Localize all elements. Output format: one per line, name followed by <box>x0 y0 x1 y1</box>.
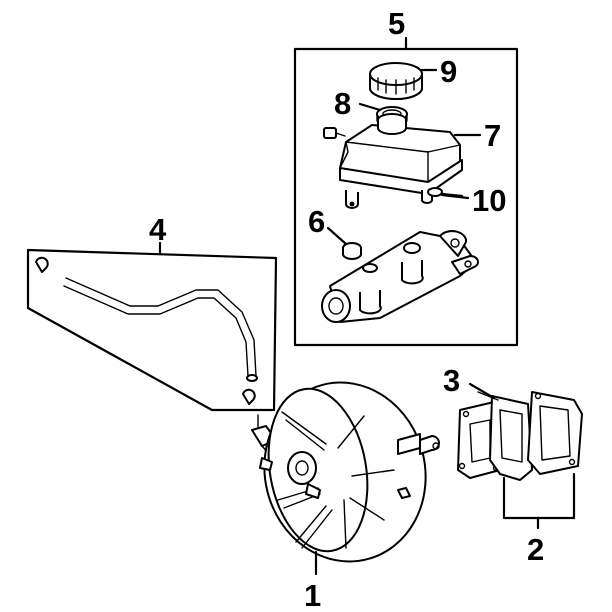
master-cylinder-grommet <box>326 226 362 260</box>
callout-6: 6 <box>308 204 325 239</box>
fluid-reservoir <box>339 113 463 209</box>
callout-1: 1 <box>304 578 321 612</box>
callout-9: 9 <box>440 54 457 89</box>
leader-8 <box>358 102 382 112</box>
booster-gasket-rear <box>527 391 583 475</box>
brake-booster <box>259 381 440 576</box>
callout-7: 7 <box>484 118 501 153</box>
master-cylinder-group-box <box>293 36 519 347</box>
callout-8: 8 <box>334 86 351 121</box>
leader-10 <box>440 192 464 198</box>
callout-3: 3 <box>443 363 460 398</box>
booster-spacer <box>477 391 533 481</box>
callout-10: 10 <box>472 183 506 218</box>
callout-4: 4 <box>149 212 167 247</box>
reservoir-bolt <box>323 127 346 139</box>
leader-3 <box>468 382 496 400</box>
master-cylinder-body <box>321 230 479 323</box>
callout-5: 5 <box>388 6 405 41</box>
reservoir-cap <box>369 62 423 100</box>
callout-2: 2 <box>527 532 544 567</box>
gasket-bracket <box>502 472 576 530</box>
vacuum-hose-group-box <box>26 241 278 412</box>
